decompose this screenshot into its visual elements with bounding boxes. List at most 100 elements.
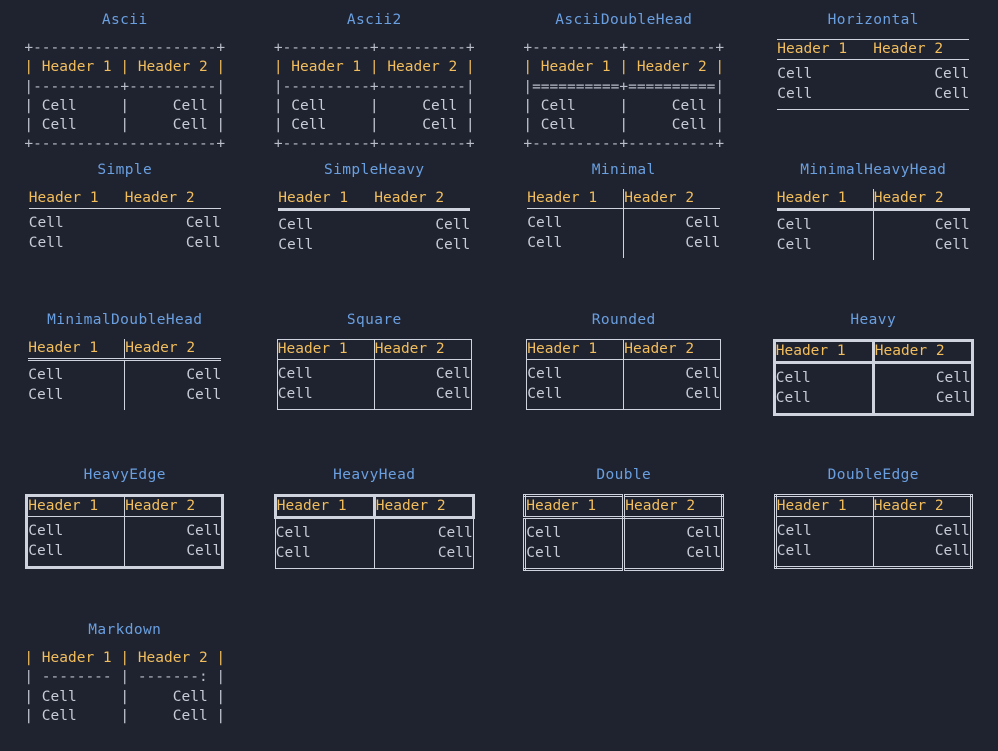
table-cell: Cell <box>527 234 624 258</box>
table-cell: Cell <box>774 389 873 415</box>
table-row: CellCell <box>28 360 221 386</box>
table-row: CellCell <box>775 542 971 568</box>
grid-spacer <box>499 610 749 751</box>
table-row: CellCell <box>29 234 221 258</box>
table-row: CellCell <box>277 360 471 385</box>
table-demo-simple: SimpleHeader 1Header 2CellCellCellCell <box>0 150 250 300</box>
styled-table: Header 1Header 2CellCellCellCell <box>777 189 970 260</box>
table-header-row: Header 1Header 2 <box>527 189 720 209</box>
ascii-line-body: | Cell | Cell | <box>24 117 225 133</box>
table-cell: Cell <box>125 360 222 386</box>
table-demo-ascii-double-head: AsciiDoubleHead+----------+----------+ |… <box>499 0 749 150</box>
table-header-row: Header 1Header 2 <box>527 340 721 360</box>
table-cell: Cell <box>374 236 470 260</box>
styled-table: Header 1Header 2CellCellCellCell <box>274 494 475 569</box>
column-header-1: Header 1 <box>527 340 624 360</box>
ascii-line-header: | Header 1 | Header 2 | <box>523 59 724 75</box>
table-cell: Cell <box>275 544 374 569</box>
table-cell: Cell <box>624 360 721 385</box>
ascii-line-rule: |----------+----------| <box>274 79 475 95</box>
table-cell: Cell <box>27 542 125 568</box>
table-row: CellCell <box>527 360 721 385</box>
column-header-2: Header 2 <box>374 340 471 360</box>
column-header-1: Header 1 <box>775 496 873 517</box>
table-demo-ascii: Ascii+---------------------+ | Header 1 … <box>0 0 250 150</box>
table-cell: Cell <box>774 363 873 389</box>
styled-table: Header 1Header 2CellCellCellCell <box>527 189 720 258</box>
table-demo-simple-heavy: SimpleHeavyHeader 1Header 2CellCellCellC… <box>250 150 500 300</box>
table-row: CellCell <box>527 385 721 410</box>
table-cell: Cell <box>29 209 125 234</box>
table-cell: Cell <box>624 209 721 234</box>
table-cell: Cell <box>525 518 624 544</box>
table-cell: Cell <box>873 210 970 236</box>
column-header-1: Header 1 <box>777 189 874 210</box>
table-row: CellCell <box>774 363 972 389</box>
table-demo-minimal-heavy-head: MinimalHeavyHeadHeader 1Header 2CellCell… <box>749 150 998 300</box>
table-row: CellCell <box>28 386 221 410</box>
column-header-2: Header 2 <box>873 40 969 60</box>
ascii-line-rule: |----------+----------| <box>24 79 225 95</box>
table-demo-title: Square <box>347 309 402 331</box>
table-header-row: Header 1Header 2 <box>27 496 223 517</box>
table-cell: Cell <box>374 544 473 569</box>
column-header-1: Header 1 <box>777 40 873 60</box>
table-demo-heavy: HeavyHeader 1Header 2CellCellCellCell <box>749 300 998 455</box>
ascii-line-rule: +---------------------+ <box>24 40 225 56</box>
table-demo-title: Simple <box>97 159 152 181</box>
table-demo-title: Horizontal <box>828 9 919 31</box>
table-cell: Cell <box>775 542 873 568</box>
ascii-line-header: | Header 1 | Header 2 | <box>274 59 475 75</box>
table-row: CellCell <box>777 210 970 236</box>
table-cell: Cell <box>624 518 723 544</box>
ascii-table-art: +----------+----------+ | Header 1 | Hea… <box>523 39 724 155</box>
ascii-table-art: +----------+----------+ | Header 1 | Hea… <box>274 39 475 155</box>
ascii-line-body: | Cell | Cell | <box>274 98 475 114</box>
table-demo-title: SimpleHeavy <box>324 159 424 181</box>
table-cell: Cell <box>28 386 125 410</box>
table-cell: Cell <box>873 517 971 542</box>
table-cell: Cell <box>27 517 125 542</box>
table-demo-title: MinimalDoubleHead <box>47 309 202 331</box>
table-row: CellCell <box>777 85 969 110</box>
table-row: CellCell <box>275 518 473 544</box>
ascii-line-rule: +----------+----------+ <box>274 40 475 56</box>
table-demo-markdown: Markdown | Header 1 | Header 2 | | ------… <box>0 610 250 751</box>
table-cell: Cell <box>873 389 972 415</box>
table-demo-minimal: MinimalHeader 1Header 2CellCellCellCell <box>499 150 749 300</box>
table-cell: Cell <box>275 518 374 544</box>
styled-table: Header 1Header 2CellCellCellCell <box>278 189 470 260</box>
ascii-table-art: +---------------------+ | Header 1 | Hea… <box>24 39 225 155</box>
table-row: CellCell <box>27 542 223 568</box>
table-demo-title: Markdown <box>88 619 161 641</box>
table-cell: Cell <box>374 385 471 410</box>
table-row: CellCell <box>774 389 972 415</box>
table-cell: Cell <box>624 234 721 258</box>
table-demo-title: HeavyEdge <box>84 464 166 486</box>
table-header-row: Header 1Header 2 <box>777 189 970 210</box>
table-cell: Cell <box>277 385 374 410</box>
column-header-2: Header 2 <box>873 189 970 210</box>
column-header-1: Header 1 <box>275 496 374 518</box>
column-header-1: Header 1 <box>29 189 125 209</box>
column-header-2: Header 2 <box>125 339 222 360</box>
ascii-line-body: | Cell | Cell | <box>523 98 724 114</box>
table-cell: Cell <box>278 236 374 260</box>
table-cell: Cell <box>525 544 624 570</box>
table-cell: Cell <box>777 60 873 85</box>
table-cell: Cell <box>527 385 624 410</box>
table-cell: Cell <box>775 517 873 542</box>
table-cell: Cell <box>873 236 970 260</box>
table-row: CellCell <box>278 210 470 236</box>
table-header-row: Header 1Header 2 <box>29 189 221 209</box>
table-demo-double-edge: DoubleEdgeHeader 1Header 2CellCellCellCe… <box>749 455 998 610</box>
table-cell: Cell <box>873 85 969 110</box>
ascii-table-art: | Header 1 | Header 2 | | -------- | ---… <box>24 649 225 726</box>
ascii-line-body: | Cell | Cell | <box>24 689 225 705</box>
table-row: CellCell <box>277 385 471 410</box>
ascii-line-rule: | -------- | -------: | <box>24 669 225 685</box>
table-demo-title: HeavyHead <box>333 464 415 486</box>
table-cell: Cell <box>125 209 221 234</box>
grid-spacer <box>749 610 998 751</box>
